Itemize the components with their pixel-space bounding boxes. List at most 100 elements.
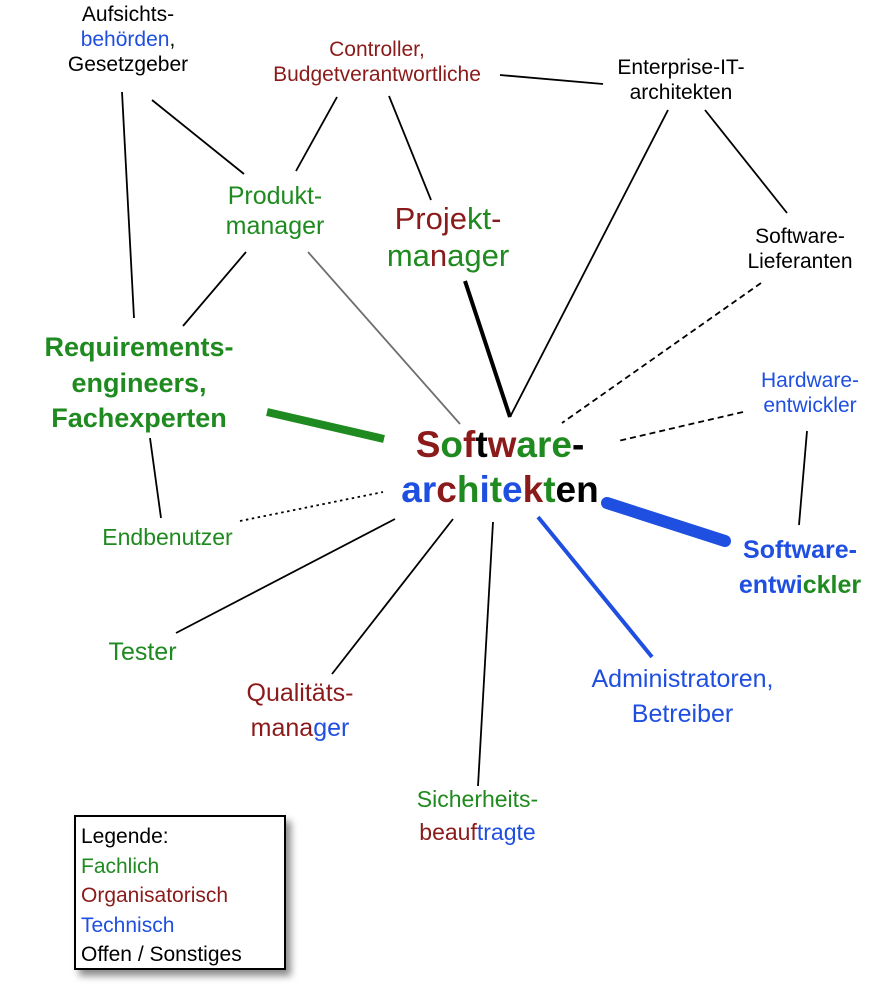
- edge-requirements-center: [266, 408, 385, 443]
- label-text: Fachexperten: [51, 403, 227, 434]
- legend-item-technisch: Technisch: [81, 913, 175, 937]
- edge-aufsicht-requirements: [121, 91, 135, 319]
- label-line: architekten: [380, 467, 620, 512]
- label-text: k: [522, 469, 544, 511]
- label-text: are: [516, 424, 572, 465]
- label-text: ger: [313, 714, 350, 742]
- node-softwarearchitekten: Software-architekten: [380, 422, 620, 512]
- label-line: Qualitäts-: [215, 676, 385, 711]
- label-line: Enterprise-IT-: [585, 56, 777, 81]
- label-text: Administratoren,: [591, 665, 774, 693]
- label-text: i: [479, 469, 490, 511]
- label-line: behörden,: [38, 28, 218, 53]
- label-text: S: [415, 424, 441, 465]
- label-line: Lieferanten: [720, 250, 880, 275]
- label-line: entwickler: [715, 568, 885, 603]
- legend-item-fachlich: Fachlich: [81, 854, 160, 878]
- label-text: Endbenutzer: [102, 524, 233, 550]
- label-text: t: [475, 424, 488, 465]
- label-line: architekten: [585, 81, 777, 106]
- label-line: Controller,: [238, 38, 516, 63]
- label-line: Sicherheits-: [385, 783, 570, 816]
- node-tester: Tester: [85, 638, 200, 668]
- edge-produkt-center: [307, 251, 461, 425]
- label-text: ar: [401, 469, 437, 511]
- node-software-lieferanten: Software-Lieferanten: [720, 225, 880, 275]
- label-line: Gesetzgeber: [38, 53, 218, 78]
- label-line: Tester: [85, 638, 200, 668]
- label-text: Enterprise-IT-: [617, 56, 745, 79]
- label-text: -: [491, 201, 502, 236]
- edge-endbenutzer-center: [239, 491, 384, 522]
- label-line: Produkt-: [185, 182, 365, 212]
- edge-controller-projekt: [388, 95, 432, 201]
- edge-center-qualitaet: [331, 518, 454, 675]
- label-line: Projekt-: [368, 201, 528, 238]
- label-text: t: [543, 469, 556, 511]
- label-text: entwickler: [763, 393, 857, 417]
- label-line: manager: [215, 711, 385, 746]
- label-line: engineers,: [10, 366, 268, 402]
- edge-center-entwickler: [601, 497, 731, 547]
- label-text: Software-: [755, 225, 845, 248]
- label-text: ager: [447, 237, 510, 273]
- label-line: Budgetverantwortliche: [238, 63, 516, 88]
- edge-aufsicht-produkt: [151, 99, 245, 175]
- label-text: Gesetzgeber: [67, 52, 189, 76]
- label-text: ma: [386, 237, 430, 273]
- label-line: Software-: [380, 422, 620, 467]
- label-text: Betreiber: [631, 700, 734, 728]
- label-text: Sicherheits-: [416, 786, 539, 812]
- label-text: w: [487, 424, 517, 465]
- label-text: Controller,: [329, 38, 425, 61]
- edge-center-tester: [175, 518, 396, 634]
- edge-produkt-requirements: [182, 251, 247, 327]
- legend-item-organisatorisch: Organisatorisch: [81, 884, 229, 907]
- edge-requirements-endbenutzer: [149, 437, 162, 519]
- label-text: e: [502, 469, 523, 511]
- label-text: Proje: [394, 201, 467, 236]
- label-text: Requirements-: [44, 332, 234, 362]
- label-text: engineers,: [71, 367, 207, 398]
- label-text: tragte: [476, 818, 536, 845]
- label-line: Betreiber: [560, 697, 805, 732]
- label-text: manager: [225, 211, 325, 240]
- label-text: h: [456, 469, 480, 511]
- node-sicherheitsbeauftragte: Sicherheits-beauftragte: [385, 783, 570, 848]
- label-text: ckler: [802, 571, 862, 599]
- legend-title: Legende:: [81, 825, 169, 848]
- node-hardware-entwickler: Hardware-entwickler: [735, 369, 885, 419]
- label-text: architekten: [629, 80, 733, 104]
- label-line: entwickler: [735, 394, 885, 419]
- edge-center-sicherheit: [477, 521, 494, 787]
- label-text: Qualitäts-: [246, 679, 354, 707]
- label-line: Software-: [715, 533, 885, 568]
- label-text: n: [429, 237, 448, 273]
- label-text: Software-: [743, 536, 857, 564]
- node-controller: Controller,Budgetverantwortliche: [238, 38, 516, 88]
- label-line: Fachexperten: [10, 401, 268, 437]
- label-text: mana: [250, 714, 314, 742]
- node-softwareentwickler: Software-entwickler: [715, 533, 885, 603]
- label-line: manager: [185, 212, 365, 242]
- node-enterprise-it-architekten: Enterprise-IT-architekten: [585, 56, 777, 106]
- label-text: Tester: [108, 638, 177, 666]
- edge-hardware-entwickler: [798, 430, 808, 526]
- edge-enterprise-center: [509, 109, 669, 418]
- label-text: Hardware-: [760, 369, 860, 392]
- label-line: Endbenutzer: [75, 524, 260, 551]
- node-aufsichtsbehoerden: Aufsichts-behörden,Gesetzgeber: [38, 3, 218, 77]
- node-endbenutzer: Endbenutzer: [75, 524, 260, 551]
- label-line: beauftragte: [385, 816, 570, 849]
- edge-hardware-center: [617, 411, 744, 442]
- label-line: manager: [368, 238, 528, 275]
- node-produktmanager: Produkt-manager: [185, 182, 365, 241]
- label-text: Aufsichts-: [81, 3, 175, 26]
- legend-box: Legende: Fachlich Organisatorisch Techni…: [74, 815, 286, 970]
- label-text: o: [440, 424, 463, 465]
- edge-controller-produkt: [295, 96, 338, 172]
- legend-item-sonstiges: Offen / Sonstiges: [81, 943, 242, 966]
- node-projektmanager: Projekt-manager: [368, 201, 528, 274]
- label-text: -: [571, 424, 585, 465]
